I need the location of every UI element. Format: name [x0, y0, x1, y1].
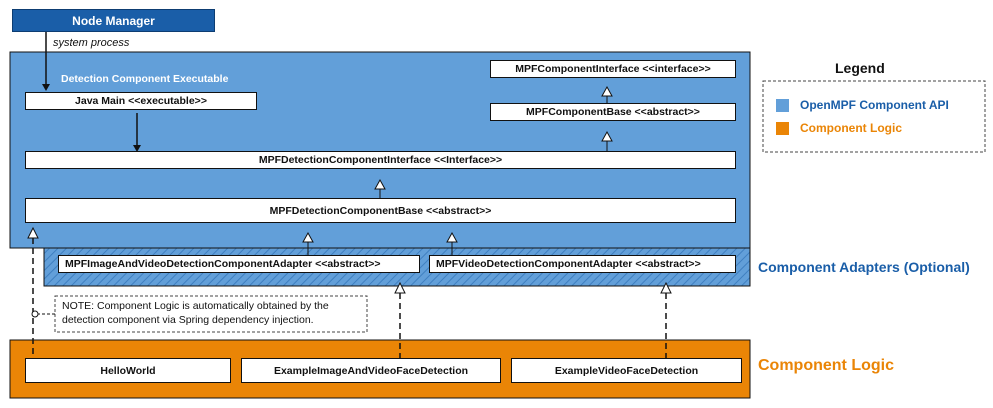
system-process-label: system process [53, 37, 130, 49]
detection-base-box: MPFDetectionComponentBase <<abstract>> [25, 198, 736, 223]
realize-triangle-video [660, 281, 672, 294]
legend-box [762, 80, 986, 153]
note-line-2: detection component via Spring dependenc… [62, 314, 314, 326]
component-base-box: MPFComponentBase <<abstract>> [490, 103, 736, 121]
realize-triangle-hello-world [27, 226, 39, 239]
video-adapter-box: MPFVideoDetectionComponentAdapter <<abst… [429, 255, 736, 273]
note-line-1: NOTE: Component Logic is automatically o… [62, 300, 329, 312]
logic-title: Component Logic [758, 357, 894, 374]
note-text: NOTE: Component Logic is automatically o… [62, 299, 329, 327]
hello-world-box: HelloWorld [25, 358, 231, 383]
legend-title: Legend [835, 60, 885, 76]
arrowhead-java-main [42, 84, 50, 91]
adapters-title: Component Adapters (Optional) [758, 259, 970, 275]
realize-triangle-image-video [394, 281, 406, 294]
legend-label-api: OpenMPF Component API [800, 98, 949, 112]
inherit-triangle-detection-base-2 [446, 231, 458, 243]
legend-swatch-api [776, 99, 789, 112]
java-main-box: Java Main <<executable>> [25, 92, 257, 110]
component-interface-box: MPFComponentInterface <<interface>> [490, 60, 736, 78]
note-anchor [31, 310, 39, 318]
arrowhead-detection-interface [133, 145, 141, 152]
inherit-triangle-component-interface [601, 85, 613, 97]
inherit-triangle-detection-base-1 [302, 231, 314, 243]
legend-label-logic: Component Logic [800, 121, 902, 135]
inherit-triangle-component-base [601, 130, 613, 142]
example-video-box: ExampleVideoFaceDetection [511, 358, 742, 383]
node-manager-label: Node Manager [72, 13, 155, 28]
node-manager-box: Node Manager [12, 9, 215, 32]
inherit-triangle-detection-interface [374, 178, 386, 190]
legend-swatch-logic [776, 122, 789, 135]
example-image-video-box: ExampleImageAndVideoFaceDetection [241, 358, 501, 383]
detection-interface-box: MPFDetectionComponentInterface <<Interfa… [25, 151, 736, 169]
image-video-adapter-box: MPFImageAndVideoDetectionComponentAdapte… [58, 255, 420, 273]
executable-title: Detection Component Executable [61, 73, 229, 85]
